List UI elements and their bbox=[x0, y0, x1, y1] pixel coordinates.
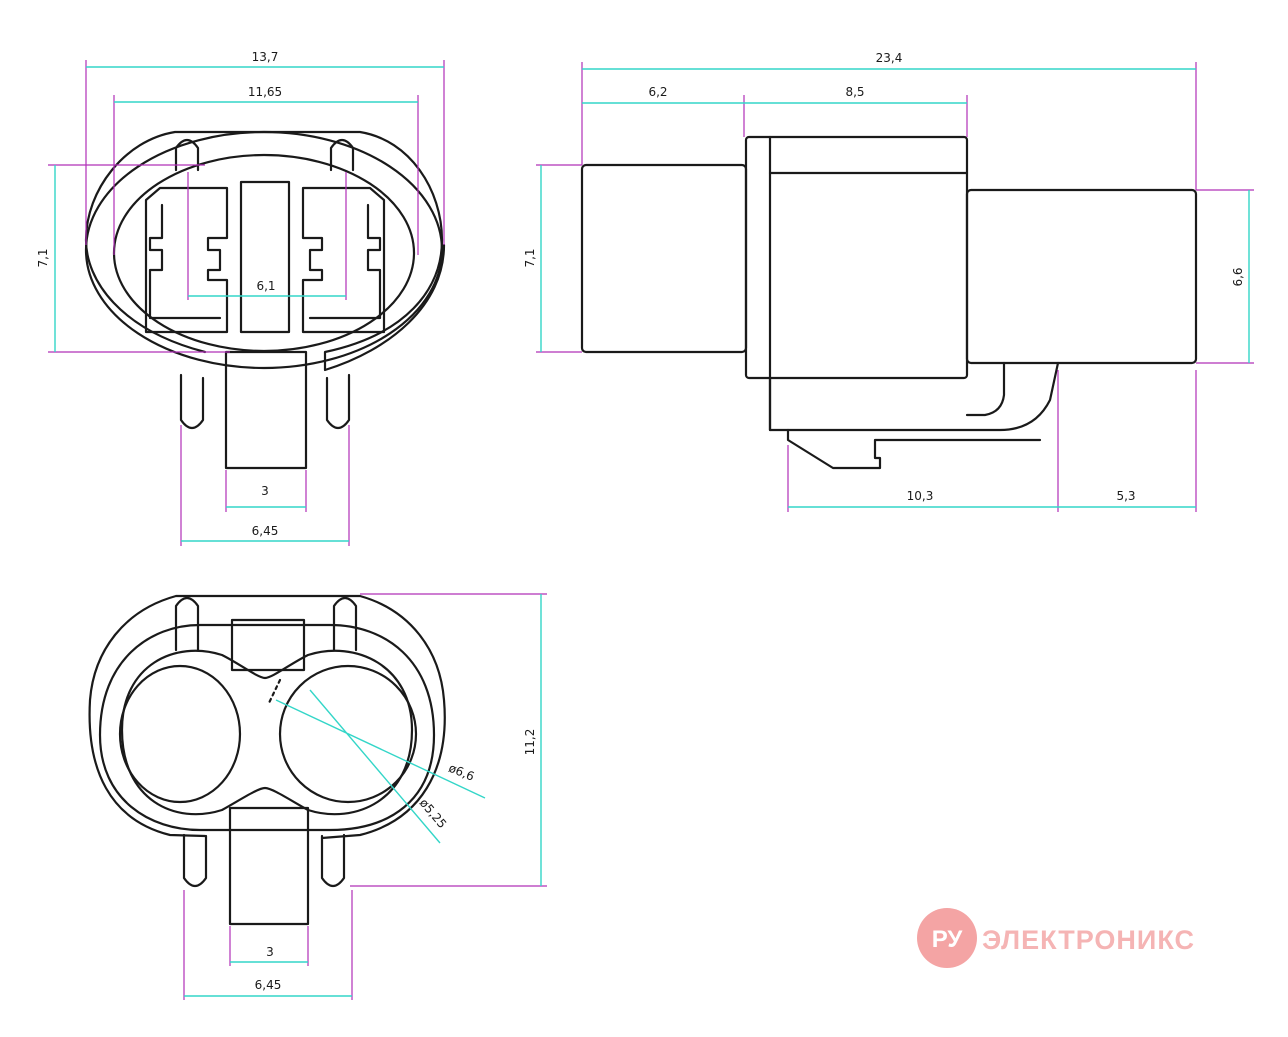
front-outer-shell bbox=[84, 130, 446, 372]
front-dim-tab: 3 bbox=[261, 484, 269, 498]
rear-ring-1 bbox=[98, 623, 436, 832]
front-dim-pins: 6,45 bbox=[252, 524, 279, 538]
rear-bottom-tab bbox=[228, 806, 310, 926]
side-view: 23,4 6,2 8,5 7,1 6,6 10,3 5,3 bbox=[523, 51, 1254, 512]
front-ext-lines bbox=[48, 60, 445, 546]
rear-ring-2 bbox=[120, 649, 414, 816]
front-dim-inner-width: 11,65 bbox=[248, 85, 282, 99]
front-dim-height: 7,1 bbox=[36, 248, 50, 267]
front-left-cavity bbox=[144, 186, 229, 334]
rear-top-tab bbox=[230, 618, 306, 672]
front-outer-ellipse bbox=[84, 130, 444, 370]
front-left-cavity-inner bbox=[148, 203, 222, 320]
watermark-badge bbox=[917, 908, 977, 968]
front-dim-width: 13,7 bbox=[252, 50, 279, 64]
front-dim-pitch: 6,1 bbox=[256, 279, 275, 293]
rear-dim-pins: 6,45 bbox=[255, 978, 282, 992]
rear-dim-tab: 3 bbox=[266, 945, 274, 959]
front-bottom-pin-right bbox=[325, 373, 351, 430]
side-rear-sleeve bbox=[965, 188, 1198, 365]
side-front-sleeve bbox=[580, 163, 748, 354]
rear-dim-lines bbox=[184, 594, 542, 997]
rear-bottom-pin-right bbox=[320, 833, 346, 888]
watermark-text: ЭЛЕКТРОНИКС bbox=[982, 925, 1195, 955]
front-bottom-tab bbox=[224, 350, 308, 470]
rear-bore-right bbox=[278, 664, 418, 804]
rear-top-pin-right bbox=[332, 596, 358, 652]
side-dim-height-right: 6,6 bbox=[1231, 267, 1245, 286]
side-latch-inner bbox=[965, 361, 1006, 417]
rear-ext-lines bbox=[183, 593, 547, 1000]
watermark-badge-text: РУ bbox=[932, 926, 964, 953]
rear-dim-height: 11,2 bbox=[523, 729, 537, 756]
rear-top-pin-left bbox=[174, 596, 200, 652]
rear-bottom-pin-left bbox=[182, 833, 208, 888]
rear-dim-bore-outer: ø6,6 bbox=[447, 761, 477, 784]
front-right-cavity-inner bbox=[308, 203, 382, 320]
side-dim-height-left: 7,1 bbox=[523, 248, 537, 267]
front-center-divider bbox=[239, 180, 291, 334]
rear-dim-bore-inner: ø5,25 bbox=[417, 796, 450, 831]
front-top-pin-left bbox=[174, 138, 200, 172]
front-right-cavity bbox=[301, 186, 386, 334]
side-dim-lines bbox=[540, 68, 1250, 508]
rear-bore-left bbox=[118, 664, 242, 804]
front-bottom-pin-left bbox=[179, 373, 205, 430]
side-dim-front-part: 6,2 bbox=[648, 85, 667, 99]
front-dim-lines bbox=[54, 66, 444, 542]
rear-view: 11,2 ø6,6 ø5,25 3 6,45 bbox=[88, 593, 547, 1000]
side-latch-body bbox=[768, 361, 1060, 432]
front-top-pin-right bbox=[329, 138, 355, 172]
rear-center-dash bbox=[266, 678, 282, 707]
side-ext-lines bbox=[536, 62, 1254, 512]
side-dim-length: 23,4 bbox=[876, 51, 903, 65]
rear-outer-shell bbox=[88, 594, 446, 840]
side-latch-hook bbox=[786, 428, 1042, 470]
side-dim-latch: 10,3 bbox=[907, 489, 934, 503]
front-view: 13,7 11,65 7,1 6,1 3 6,45 bbox=[36, 50, 446, 546]
side-dim-body: 8,5 bbox=[845, 85, 864, 99]
side-dim-tail: 5,3 bbox=[1116, 489, 1135, 503]
watermark: РУ ЭЛЕКТРОНИКС bbox=[917, 908, 1195, 968]
